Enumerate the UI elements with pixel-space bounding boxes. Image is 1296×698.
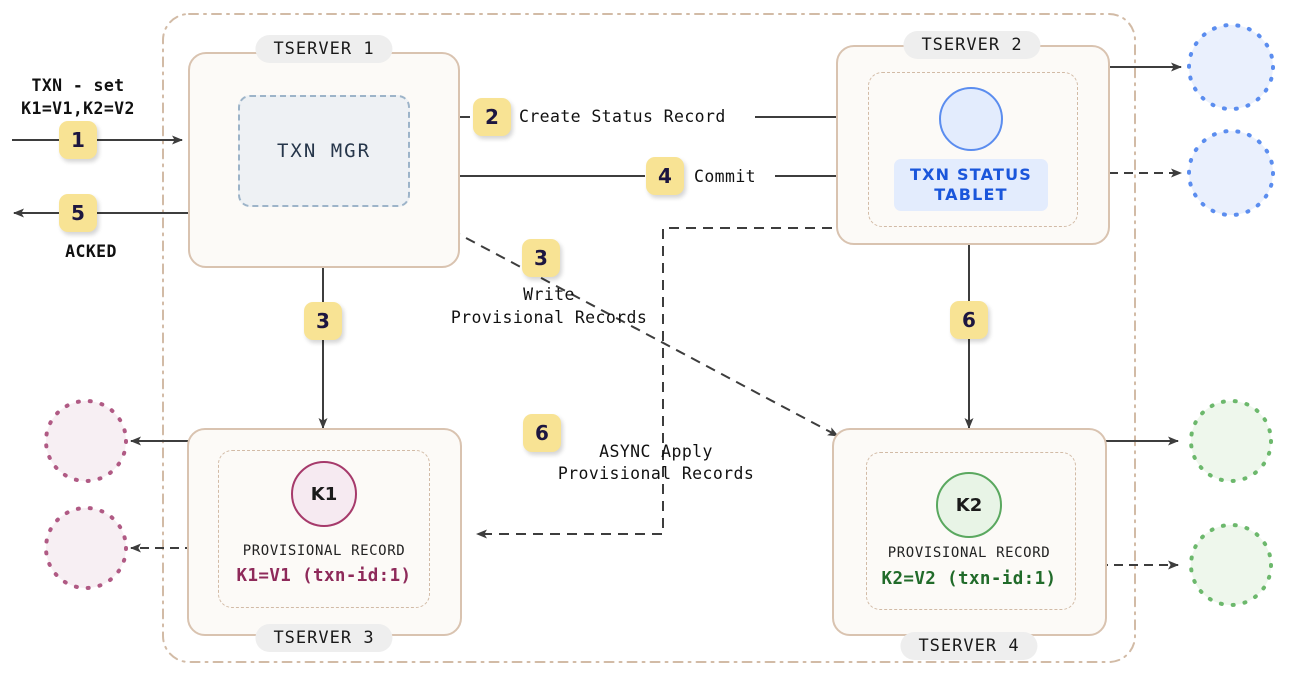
k1-key-circle[interactable]: K1 <box>291 461 357 527</box>
step4-label: Commit <box>694 167 757 187</box>
k1-provisional-value: K1=V1 (txn-id:1) <box>236 566 412 586</box>
step3-label-line1: Write <box>523 285 575 305</box>
txn-status-tablet-leader[interactable] <box>939 87 1003 151</box>
tserver4-record-region <box>866 452 1076 610</box>
step-badge-2[interactable]: 2 <box>473 98 511 136</box>
k2-provisional-heading: PROVISIONAL RECORD <box>887 545 1051 561</box>
txn-manager-box[interactable]: TXN MGR <box>238 95 410 207</box>
tserver3-label: TSERVER 3 <box>255 624 393 652</box>
replica-green-2 <box>1189 523 1273 607</box>
replica-link-pink-dashed <box>130 510 292 553</box>
step-badge-6-async[interactable]: 6 <box>523 414 561 452</box>
step-badge-3-vertical[interactable]: 3 <box>304 302 342 340</box>
step-badge-6-vertical[interactable]: 6 <box>950 301 988 339</box>
tserver2-tablet-region <box>868 72 1078 227</box>
arrow-step6-async <box>476 227 900 539</box>
tserver1-label: TSERVER 1 <box>255 35 393 63</box>
cluster-boundary <box>162 13 1136 663</box>
acked-label: ACKED <box>65 242 117 262</box>
step3-label-line2: Provisional Records <box>450 308 648 328</box>
k2-provisional-value: K2=V2 (txn-id:1) <box>881 569 1057 589</box>
step2-label: Create Status Record <box>519 107 726 127</box>
k1-provisional-heading: PROVISIONAL RECORD <box>242 543 406 559</box>
replica-pink-1 <box>44 399 128 483</box>
step6-label-line1: ASYNC Apply <box>599 442 713 462</box>
txn-status-tablet-chip: TXN STATUS TABLET <box>894 159 1048 211</box>
tserver2-label: TSERVER 2 <box>903 31 1041 59</box>
client-request-line2: K1=V1,K2=V2 <box>21 99 135 119</box>
replica-blue-1 <box>1187 23 1275 111</box>
step-badge-4[interactable]: 4 <box>646 157 684 195</box>
k2-key-circle[interactable]: K2 <box>936 472 1002 538</box>
step6-label-line2: Provisional Records <box>557 464 755 484</box>
replica-blue-2 <box>1187 129 1275 217</box>
step-badge-3-diagonal[interactable]: 3 <box>522 239 560 277</box>
step-badge-5[interactable]: 5 <box>59 194 97 232</box>
replica-pink-2 <box>44 506 128 590</box>
arrow-step3-diagonal <box>405 205 839 437</box>
client-request-line1: TXN - set <box>31 76 125 96</box>
tserver4-label: TSERVER 4 <box>900 632 1038 660</box>
tserver3-record-region <box>218 450 430 608</box>
step-badge-1[interactable]: 1 <box>59 121 97 159</box>
replica-green-1 <box>1189 399 1273 483</box>
